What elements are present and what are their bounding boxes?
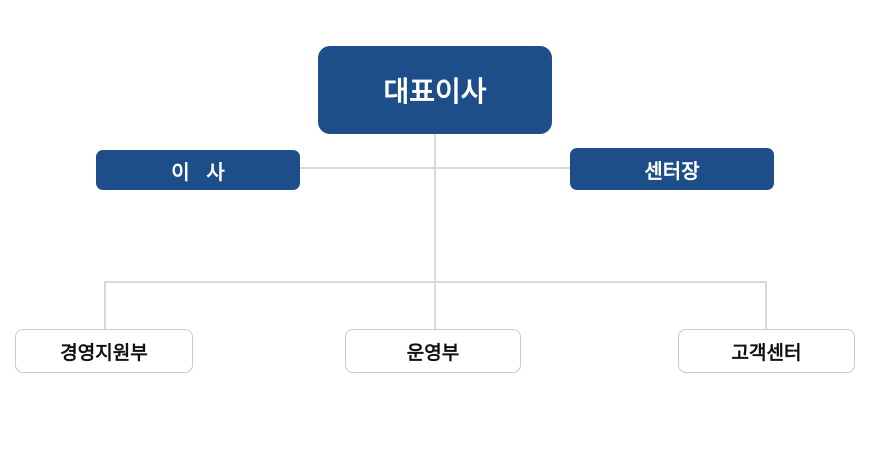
node-dept-management-support-label: 경영지원부 [60, 342, 148, 364]
connector-level3-horizontal-line [104, 281, 767, 283]
connector-right-drop-line [765, 281, 767, 329]
node-ceo-label: 대표이사 [383, 76, 487, 107]
connector-ceo-vertical-line [434, 134, 436, 329]
node-ceo: 대표이사 [318, 46, 552, 134]
node-dept-customer-center: 고객센터 [678, 329, 855, 373]
node-center-head-label: 센터장 [644, 160, 700, 183]
node-director: 이 사 [96, 150, 300, 190]
node-director-label: 이 사 [171, 161, 225, 184]
node-dept-customer-center-label: 고객센터 [731, 342, 802, 364]
node-dept-operations-label: 운영부 [406, 342, 460, 364]
node-dept-operations: 운영부 [345, 329, 521, 373]
connector-left-drop-line [104, 281, 106, 329]
node-center-head: 센터장 [570, 148, 774, 190]
connector-level2-horizontal-line [300, 167, 570, 169]
node-dept-management-support: 경영지원부 [15, 329, 193, 373]
